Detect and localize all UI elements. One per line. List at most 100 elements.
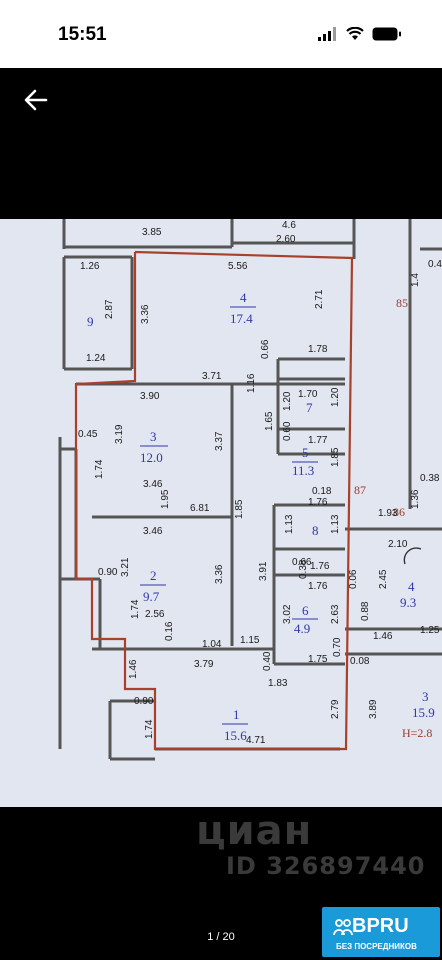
dimension-label: 1.13: [330, 514, 341, 534]
dimension-label: 3.89: [368, 699, 379, 719]
signal-icon: [318, 27, 336, 41]
dimension-label: 5.56: [228, 261, 248, 272]
dimension-label: 0.38: [420, 473, 440, 484]
dimension-label: 1.04: [202, 639, 222, 650]
photo-counter: 1 / 20: [207, 931, 235, 943]
room-2-number: 2: [150, 568, 157, 583]
dimension-label: 2.56: [145, 609, 165, 620]
apartment-outline: [74, 250, 354, 751]
dimension-label: 1.65: [264, 411, 275, 431]
dimension-label: 3.85: [142, 227, 162, 238]
dimension-label: 3.46: [143, 526, 163, 537]
status-time: 15:51: [58, 24, 107, 45]
dimension-label: 1.76: [310, 561, 330, 572]
dimension-label: 2.63: [330, 604, 341, 624]
neighbor-label: 87: [354, 483, 366, 497]
dimension-label: 6.81: [190, 503, 210, 514]
dimension-label: 1.74: [94, 459, 105, 479]
dimension-label: 1.13: [284, 514, 295, 534]
dimension-label: 3.36: [214, 564, 225, 584]
dimension-label: 0.08: [350, 656, 370, 667]
dimension-label: 0.38: [298, 559, 309, 579]
dimension-label: 2.71: [314, 289, 325, 309]
dimension-label: 0.88: [360, 601, 371, 621]
dimension-label: 3.46: [143, 479, 163, 490]
badge-subtitle: БЕЗ ПОСРЕДНИКОВ: [336, 942, 417, 951]
dimension-label: 4.71: [246, 735, 266, 746]
room-1-number: 1: [233, 707, 240, 722]
dimension-label: 0.45: [78, 429, 98, 440]
neighbor-room-3-number: 3: [422, 689, 429, 704]
dimension-label: 0.70: [332, 637, 343, 657]
dimension-label: 1.20: [282, 391, 293, 411]
dimension-label: 1.26: [80, 261, 100, 272]
dimension-label: 1.24: [86, 353, 106, 364]
room-7-number: 7: [306, 400, 313, 415]
status-icons: [318, 27, 402, 41]
dimension-label: 1.78: [308, 344, 328, 355]
floorplan-image[interactable]: 4 17.4 3 12.0 2 9.7 1 15.6 5 11.3 6 4.9 …: [0, 219, 442, 807]
dimension-label: 0.90: [98, 567, 118, 578]
dimension-label: 3.36: [140, 304, 151, 324]
dimension-label: 0.60: [282, 421, 293, 441]
neighbor-room-4-number: 4: [408, 579, 415, 594]
watermark-id: ID 326897440: [226, 852, 426, 880]
room-5-area: 11.3: [292, 463, 314, 478]
room-5-number: 5: [302, 445, 309, 460]
room-3-area: 12.0: [140, 450, 163, 465]
dimension-label: 3.79: [194, 659, 214, 670]
dimension-label: 2.10: [388, 539, 408, 550]
room-1-area: 15.6: [224, 728, 247, 743]
dimension-label: 1.15: [240, 635, 260, 646]
dimension-label: 3.91: [258, 561, 269, 581]
room-6-area: 4.9: [294, 621, 310, 636]
dimension-label: 3.21: [120, 557, 131, 577]
room-9-number: 9: [87, 314, 94, 329]
dimension-label: 1.4: [410, 273, 421, 287]
bpru-badge[interactable]: BPRU БЕЗ ПОСРЕДНИКОВ: [322, 907, 440, 957]
dimension-label: 0.06: [348, 569, 359, 589]
wifi-icon: [346, 27, 364, 40]
status-bar: 15:51: [0, 0, 442, 68]
dimension-label: 1.76: [308, 497, 328, 508]
floorplan-drawing: 4 17.4 3 12.0 2 9.7 1 15.6 5 11.3 6 4.9 …: [0, 219, 442, 807]
dimension-label: 1.95: [160, 489, 171, 509]
dimension-label: 1.83: [268, 678, 288, 689]
room-4-area: 17.4: [230, 311, 253, 326]
dimension-label: 2.87: [104, 299, 115, 319]
dimension-label: 0.18: [312, 486, 332, 497]
cian-watermark: циан ID 326897440: [186, 808, 426, 882]
dimension-label: 1.36: [410, 489, 421, 509]
dimension-label: 1.16: [246, 373, 257, 393]
dimension-label: 0.66: [292, 557, 312, 568]
room-3-number: 3: [150, 429, 157, 444]
watermark-logo: циан: [196, 808, 313, 854]
dimension-label: 3.90: [140, 391, 160, 402]
neighbor-room-4-area: 9.3: [400, 595, 416, 610]
dimension-label: 3.02: [282, 604, 293, 624]
dimension-label: 0.40: [262, 651, 273, 671]
neighbor-label: 85: [396, 296, 408, 310]
back-arrow-icon[interactable]: [20, 84, 52, 116]
dimension-label: 1.74: [144, 719, 155, 739]
room-4-number: 4: [240, 290, 247, 305]
people-icon: [333, 919, 353, 936]
dimension-label: 2.45: [378, 569, 389, 589]
dimension-label: 1.75: [308, 654, 328, 665]
dimension-label: 1.93: [378, 508, 398, 519]
dimension-label: 0.66: [260, 339, 271, 359]
dimension-label: 3.37: [214, 431, 225, 451]
room-6-number: 6: [302, 603, 309, 618]
dimension-label: 1.25: [420, 625, 440, 636]
room-8-number: 8: [312, 523, 319, 538]
dimension-label: 1.77: [308, 435, 328, 446]
dimension-label: 0.16: [164, 621, 175, 641]
dimension-label: 2.60: [276, 234, 296, 245]
neighbor-label: 4.6: [282, 220, 296, 231]
room-2-area: 9.7: [143, 589, 160, 604]
dimension-label: 1.85: [330, 447, 341, 467]
neighbor-label: H=2.8: [402, 726, 432, 740]
dimension-label: 1.74: [130, 599, 141, 619]
dimension-label: 3.71: [202, 371, 222, 382]
battery-icon: [372, 27, 401, 41]
